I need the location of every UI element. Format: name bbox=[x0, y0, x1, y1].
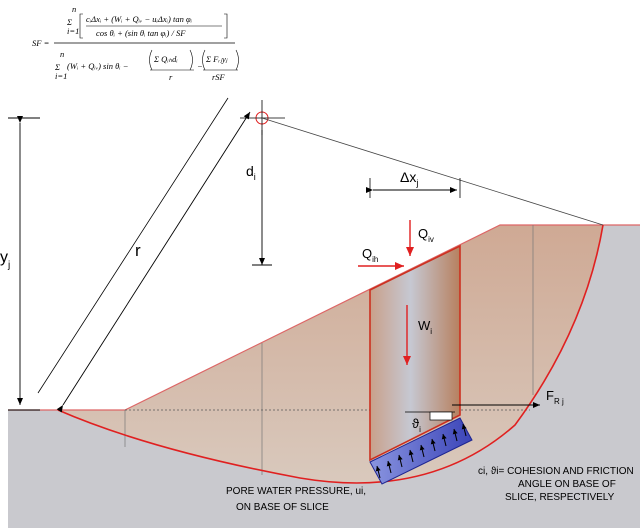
qih-label: Qih bbox=[362, 246, 378, 264]
den-paren3-right bbox=[235, 49, 239, 71]
den-term3-under: rSF bbox=[212, 72, 226, 82]
den-minus: − bbox=[197, 61, 203, 71]
den-paren-left bbox=[149, 49, 153, 71]
den-term2-under: r bbox=[169, 72, 173, 82]
num-bracket-left bbox=[79, 13, 83, 39]
den-term1: (Wᵢ + Qᵢᵥ) sin θᵢ − bbox=[67, 61, 128, 71]
num-sum-bottom: i=1 bbox=[67, 26, 79, 36]
pore-note-line1: PORE WATER PRESSURE, ui, bbox=[226, 486, 366, 497]
radius-dimension bbox=[56, 111, 251, 413]
den-paren3-left bbox=[202, 49, 206, 71]
den-term2: Σ Qᵢₕdᵢ bbox=[153, 54, 178, 64]
den-sum-bottom: i=1 bbox=[55, 71, 67, 81]
pore-note-line2: ON BASE OF SLICE bbox=[236, 502, 329, 513]
num-denom: cos θᵢ + (sin θᵢ tan φᵢ) / SF bbox=[96, 28, 186, 38]
cohesion-note-line2: ANGLE ON BASE OF bbox=[518, 479, 616, 490]
slice-i bbox=[369, 244, 461, 462]
w-label: Wi bbox=[418, 318, 432, 336]
fr-label: FR j bbox=[546, 388, 564, 406]
center-to-crest-line bbox=[261, 117, 604, 226]
den-sum-top: n bbox=[60, 49, 64, 59]
num-sum-top: n bbox=[72, 4, 76, 14]
dx-label: Δxj bbox=[400, 169, 418, 188]
theta-label: ϑi bbox=[412, 416, 421, 434]
formula-lhs: SF = bbox=[32, 38, 49, 48]
num-term: cᵢΔxᵢ + (Wᵢ + Qᵢᵥ − uᵢΔxᵢ) tan φᵢ bbox=[86, 14, 192, 24]
pore-pressure-block bbox=[369, 417, 473, 485]
soil-mass bbox=[58, 225, 603, 483]
num-sum-symbol: Σ bbox=[66, 17, 72, 27]
slip-surface bbox=[57, 224, 604, 484]
r-label: r bbox=[135, 241, 141, 260]
qiv-label: Qiv bbox=[418, 226, 434, 244]
theta-box bbox=[429, 411, 453, 421]
cohesion-note-line3: SLICE, RESPECTIVELY bbox=[505, 492, 615, 503]
cohesion-note-line1: ci, ϑi= COHESION AND FRICTION bbox=[478, 466, 634, 477]
num-bracket-right bbox=[224, 13, 228, 39]
safety-factor-formula: SF = n Σ i=1 cᵢΔxᵢ + (Wᵢ + Qᵢᵥ − uᵢΔxᵢ) … bbox=[32, 4, 239, 82]
den-sum-symbol: Σ bbox=[54, 62, 60, 72]
den-term3: Σ Fᵣⱼyⱼ bbox=[205, 54, 228, 64]
d-label: di bbox=[246, 163, 256, 182]
y-label: yj bbox=[0, 249, 10, 271]
radius-extension bbox=[37, 97, 229, 394]
den-paren-right bbox=[189, 49, 193, 71]
